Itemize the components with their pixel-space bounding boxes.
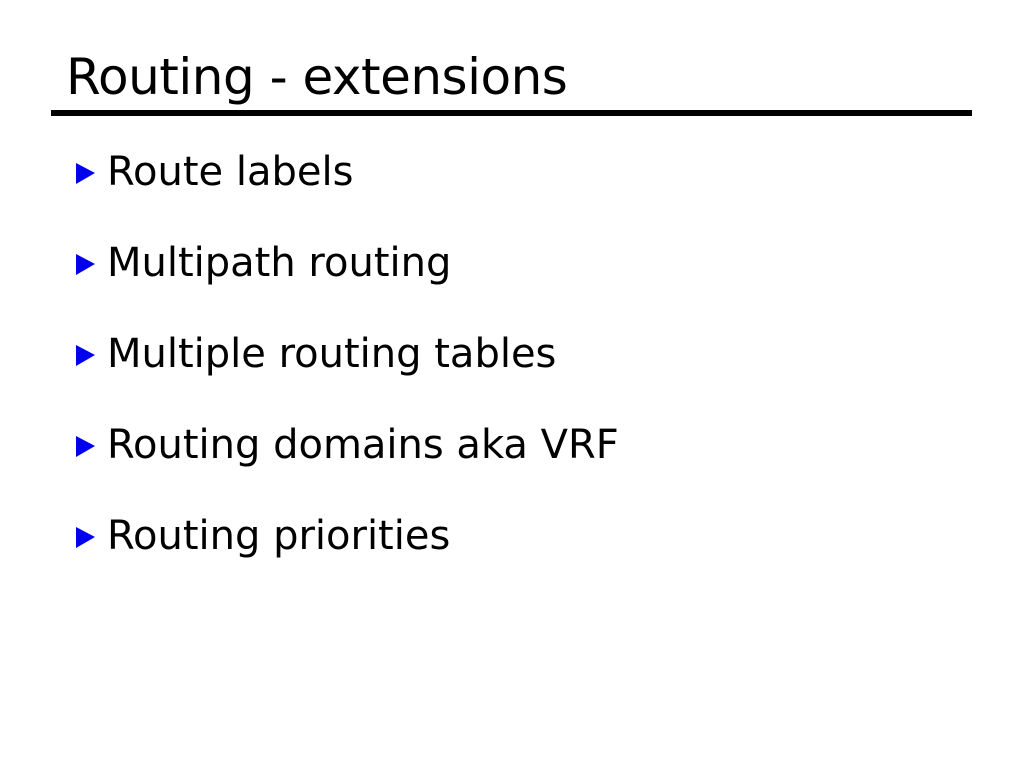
list-item: Multiple routing tables <box>76 334 619 374</box>
bullet-triangle-icon <box>76 162 95 184</box>
bullet-label: Routing domains aka VRF <box>107 422 619 468</box>
list-item: Routing priorities <box>76 516 619 556</box>
bullet-label: Routing priorities <box>107 513 451 559</box>
list-item: Multipath routing <box>76 243 619 283</box>
bullet-triangle-icon <box>76 344 95 366</box>
bullet-triangle-icon <box>76 253 95 275</box>
bullet-triangle-icon <box>76 435 95 457</box>
bullet-label: Multipath routing <box>107 240 452 286</box>
bullet-list: Route labels Multipath routing Multiple … <box>76 152 619 556</box>
title-underline-rule <box>51 110 972 116</box>
list-item: Routing domains aka VRF <box>76 425 619 465</box>
page-title: Routing - extensions <box>66 48 568 106</box>
list-item: Route labels <box>76 152 619 192</box>
bullet-label: Multiple routing tables <box>107 331 557 377</box>
bullet-label: Route labels <box>107 149 354 195</box>
bullet-triangle-icon <box>76 526 95 548</box>
